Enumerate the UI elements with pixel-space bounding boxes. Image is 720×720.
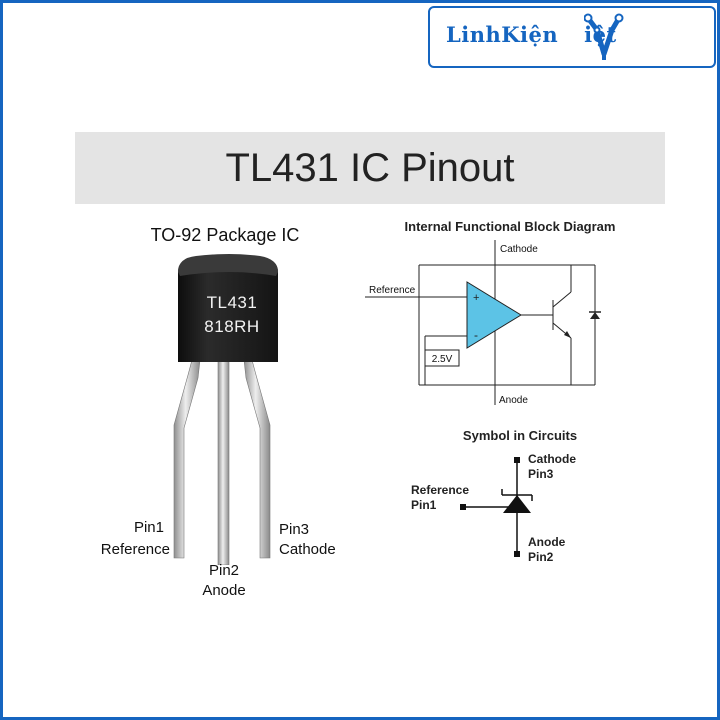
reference-terminal xyxy=(460,504,466,510)
functional-block-diagram: + - 2.5V Cathode Reference Anode xyxy=(365,240,601,406)
logo-part1: LinhKiện xyxy=(446,22,559,47)
block-reference-label: Reference xyxy=(369,285,416,296)
symbol-reference-pin: Pin1 xyxy=(411,498,437,512)
left-lead xyxy=(173,359,201,559)
anode-terminal xyxy=(514,551,520,557)
op-amp-minus: - xyxy=(474,328,478,342)
middle-lead xyxy=(217,359,230,565)
cathode-terminal xyxy=(514,457,520,463)
page-title: TL431 IC Pinout xyxy=(225,146,515,190)
circuit-v-icon xyxy=(584,13,624,60)
symbol-cathode-pin: Pin3 xyxy=(528,467,554,481)
chip-marking-line2: 818RH xyxy=(204,317,259,336)
right-lead xyxy=(243,359,271,559)
block-anode-label: Anode xyxy=(499,395,528,406)
symbol-anode-label: Anode xyxy=(528,535,566,549)
pin3-name: Cathode xyxy=(279,541,336,558)
chip-body xyxy=(178,259,278,362)
protection-diode xyxy=(590,312,600,319)
pin2-number: Pin2 xyxy=(208,562,240,579)
op-amp-triangle xyxy=(466,281,522,349)
pin1-name: Reference xyxy=(100,541,170,558)
symbol-reference-label: Reference xyxy=(411,483,470,497)
symbol-cathode-label: Cathode xyxy=(528,452,576,466)
to92-package-illustration: TL431 818RH xyxy=(173,254,278,565)
block-diagram-heading: Internal Functional Block Diagram xyxy=(404,219,616,234)
chip-top xyxy=(178,254,278,276)
transistor-arrow xyxy=(564,331,571,338)
vref-box xyxy=(424,349,460,367)
symbol-heading: Symbol in Circuits xyxy=(462,428,578,443)
pin1-number: Pin1 xyxy=(133,519,164,536)
block-cathode-label: Cathode xyxy=(500,244,538,255)
chip-marking-line1: TL431 xyxy=(207,293,258,312)
zener-triangle xyxy=(503,495,531,513)
circuit-symbol xyxy=(460,457,533,557)
package-heading: TO-92 Package IC xyxy=(150,225,300,245)
vref-label: 2.5V xyxy=(432,354,453,365)
pin3-number: Pin3 xyxy=(279,521,310,538)
title-banner: TL431 IC Pinout xyxy=(75,132,665,204)
op-amp-plus: + xyxy=(473,292,479,304)
symbol-anode-pin: Pin2 xyxy=(528,550,554,564)
pin2-name: Anode xyxy=(202,582,246,599)
